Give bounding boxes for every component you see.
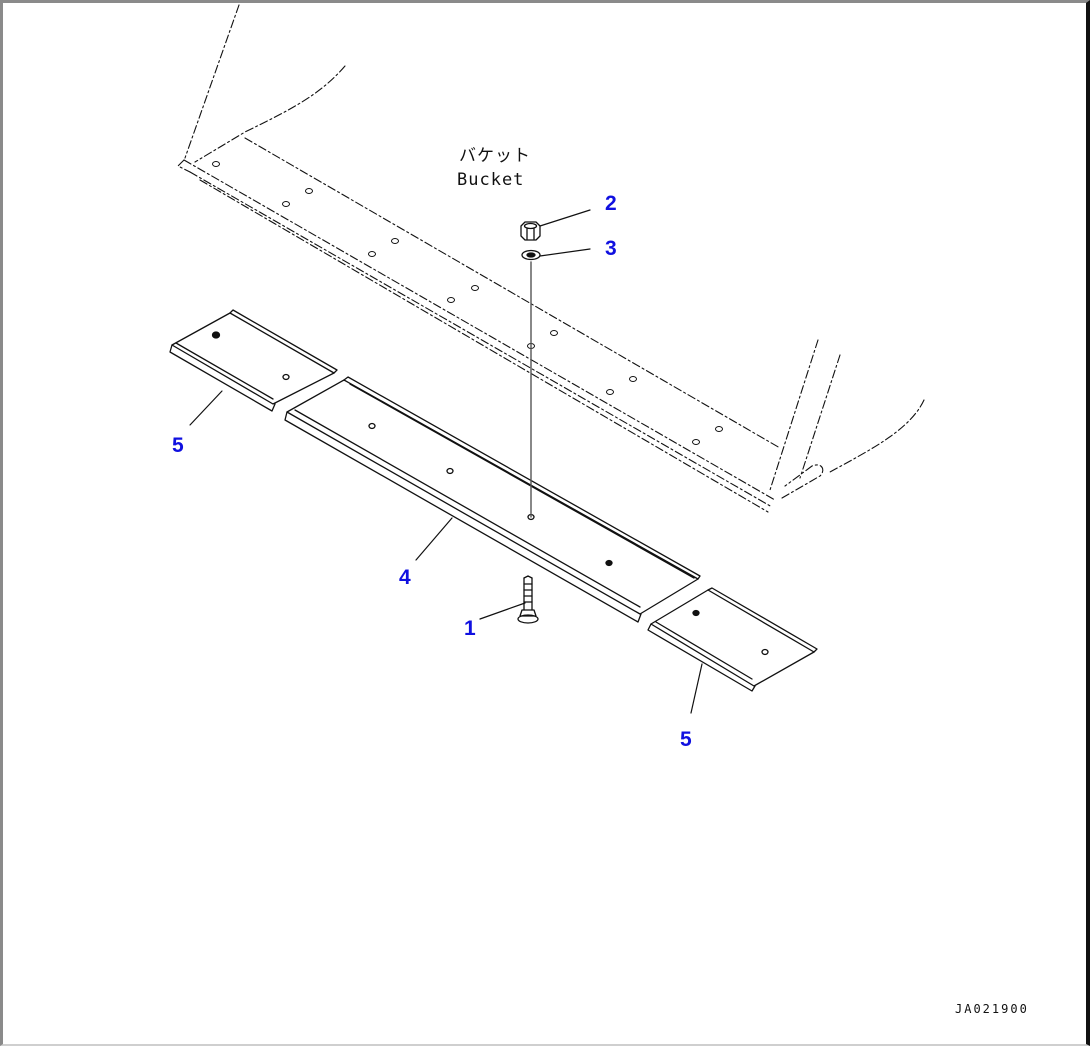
callout-1: 1 [464, 617, 476, 640]
end-cutting-edge-right [647, 587, 818, 692]
drawing-code: JA021900 [955, 1002, 1029, 1016]
callout-3: 3 [605, 237, 617, 260]
callout-4: 4 [399, 566, 411, 589]
end-cutting-edge-left [169, 309, 338, 412]
bucket-holes [212, 161, 723, 445]
callout-2: 2 [605, 192, 617, 215]
washer-icon [521, 249, 541, 261]
center-cutting-edge [284, 376, 701, 623]
bucket-label-jp: バケット [459, 146, 531, 166]
nut-icon [520, 221, 541, 241]
bolt-icon [517, 575, 539, 624]
callout-5-right: 5 [680, 728, 692, 751]
bucket-label-en: Bucket [457, 170, 525, 190]
callout-5-left: 5 [172, 434, 184, 457]
bucket-outline [177, 4, 925, 513]
leader-lines [189, 209, 703, 714]
